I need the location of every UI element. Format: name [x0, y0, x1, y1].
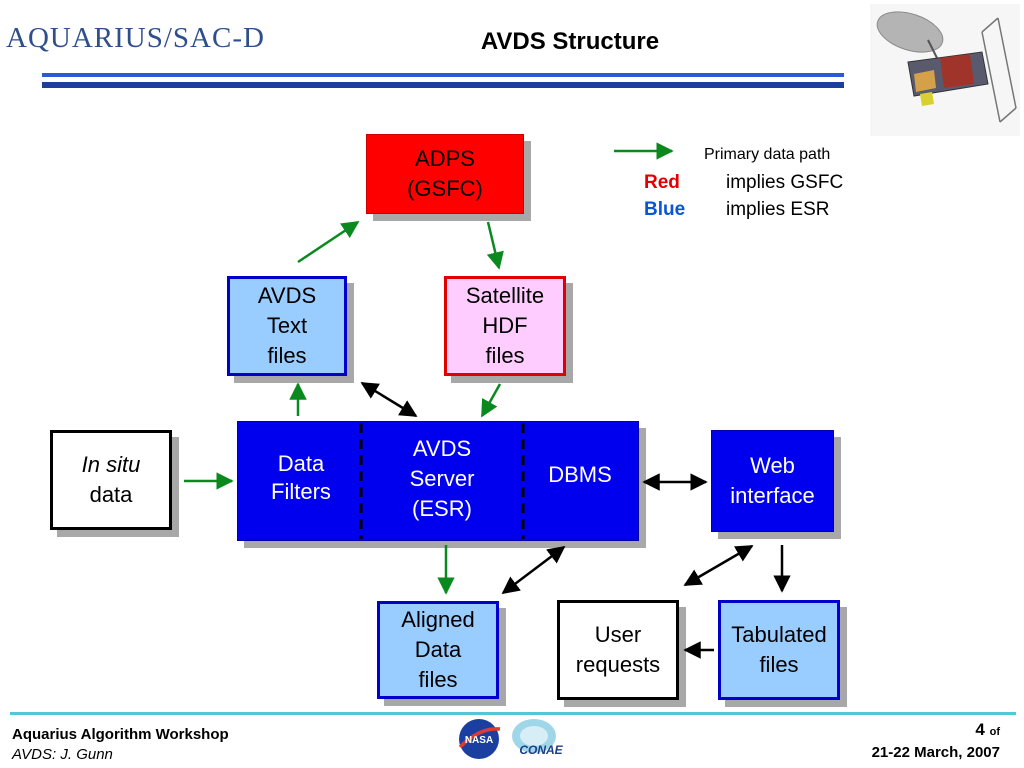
user-requests-box: User requests [557, 600, 679, 700]
dbms-line-1: DBMS [548, 462, 612, 487]
legend-blue-word: Blue [644, 199, 686, 220]
tabulated-files-box: Tabulated files [718, 600, 840, 700]
legend-primary-path-label: Primary data path [704, 146, 831, 163]
web-interface-line-2: interface [730, 483, 815, 508]
aligned-line-2: Data [414, 637, 462, 662]
user-requests-line-1: User [594, 622, 642, 647]
footer-workshop: Aquarius Algorithm Workshop [12, 726, 229, 743]
satellite-hdf-line-2: HDF [482, 313, 528, 338]
satellite-hdf-files-box: Satellite HDF files [444, 276, 566, 376]
avds-text-line-2: Text [266, 313, 308, 338]
web-interface-line-1: Web [750, 453, 795, 478]
aligned-line-3: files [418, 667, 458, 692]
satellite-hdf-line-1: Satellite [465, 283, 545, 308]
arrow-aligned-dbms-bidirectional [501, 545, 566, 595]
nasa-logo: NASA [458, 719, 501, 759]
in-situ-data-box: In situ data [50, 430, 172, 530]
adps-line-2: (GSFC) [407, 176, 483, 201]
dbms-label: DBMS [524, 461, 636, 489]
arrow-text-to-adps [297, 220, 360, 264]
legend-red-text: implies GSFC [726, 172, 844, 193]
in-situ-line-1: In situ [81, 452, 141, 477]
arrow-hdf-to-server [480, 383, 502, 418]
avds-text-line-3: files [267, 343, 307, 368]
adps-line-1: ADPS [415, 146, 475, 171]
in-situ-line-2: data [89, 482, 133, 507]
data-filters-label: Data Filters [240, 450, 362, 506]
page-of-label: of [989, 726, 1000, 738]
conae-logo: CONAE [512, 719, 564, 757]
tabulated-line-1: Tabulated [731, 622, 827, 647]
arrow-adps-to-hdf [486, 221, 504, 270]
satellite-hdf-line-3: files [485, 343, 525, 368]
footer-dates: 21-22 March, 2007 [871, 744, 1000, 761]
user-requests-line-2: requests [575, 652, 661, 677]
footer-rule [10, 712, 1016, 715]
avds-server-line-1: AVDS [412, 436, 472, 461]
aligned-data-files-box: Aligned Data files [377, 601, 499, 699]
avds-server-block [237, 421, 639, 541]
header-rule-top [42, 73, 844, 77]
tabulated-line-2: files [759, 652, 799, 677]
avds-server-line-2: Server [409, 466, 475, 491]
nasa-logo-text: NASA [465, 735, 493, 746]
aligned-line-1: Aligned [401, 607, 475, 632]
data-filters-line-2: Filters [271, 479, 331, 504]
satellite-icon [870, 4, 1020, 136]
avds-server-line-3: (ESR) [412, 496, 472, 521]
avds-text-line-1: AVDS [257, 283, 317, 308]
legend-red-word: Red [644, 172, 680, 193]
avds-server-label: AVDS Server (ESR) [362, 434, 522, 524]
footer-author: AVDS: J. Gunn [12, 746, 113, 763]
conae-logo-text: CONAE [519, 743, 563, 757]
data-filters-line-1: Data [277, 451, 325, 476]
web-interface-box: Web interface [711, 430, 834, 532]
adps-gsfc-box: ADPS (GSFC) [366, 134, 524, 214]
avds-text-files-box: AVDS Text files [227, 276, 347, 376]
header-rule-bottom [42, 82, 844, 88]
arrow-user-web-bidirectional [683, 544, 754, 587]
page-number: 4 of [975, 720, 1000, 740]
page-number-value: 4 [975, 720, 985, 739]
arrow-text-server-bidirectional [360, 381, 418, 418]
aquarius-sac-d-logo: AQUARIUS/SAC-D [6, 22, 265, 54]
legend-blue-text: implies ESR [726, 199, 830, 220]
slide-title: AVDS Structure [480, 28, 660, 55]
